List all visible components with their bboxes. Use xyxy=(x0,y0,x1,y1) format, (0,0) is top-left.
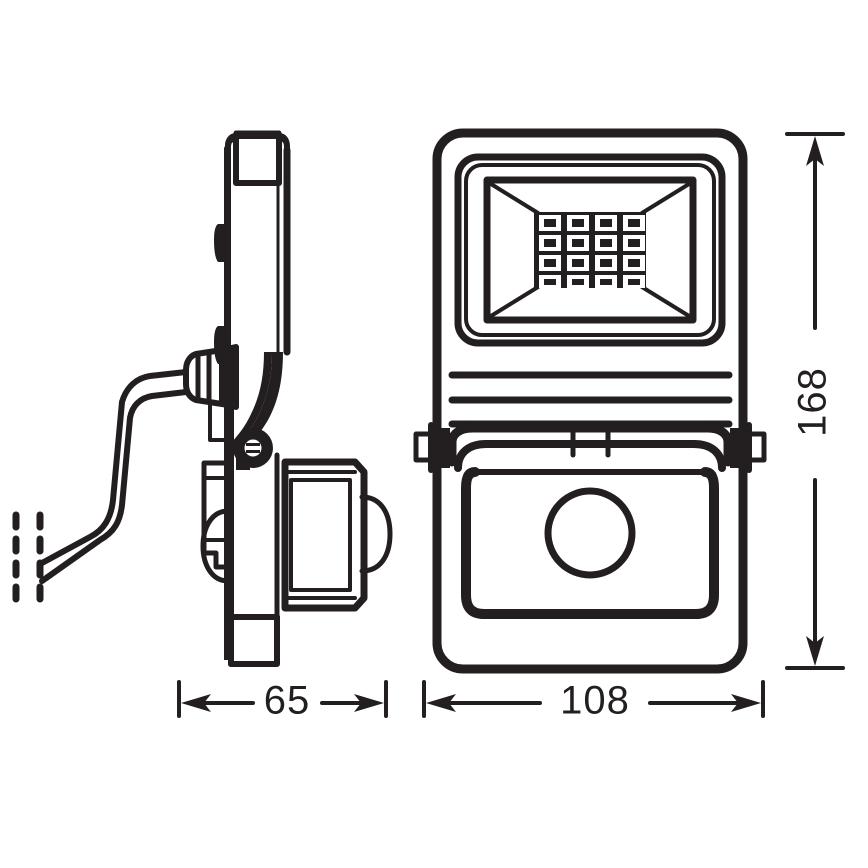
cable-gland-stem xyxy=(208,402,229,442)
depth-arrow-left xyxy=(181,694,211,712)
led-cell-core xyxy=(544,219,556,227)
led-cell-core xyxy=(600,259,612,267)
front-body-outer xyxy=(432,128,748,674)
front-mounting-yoke xyxy=(447,423,733,472)
led-cell-core xyxy=(628,259,640,267)
depth-arrow-right xyxy=(354,694,384,712)
side-view-power-cable xyxy=(12,369,189,604)
side-view-rear-dome xyxy=(200,508,231,584)
pivot-screw-slot-bottom xyxy=(246,450,260,453)
led-cell-core xyxy=(572,239,584,247)
sensor-lens-circle xyxy=(544,487,636,579)
led-cell-core xyxy=(628,239,640,247)
sensor-housing-outer xyxy=(281,458,368,612)
side-view-group xyxy=(12,130,393,667)
led-cell-core xyxy=(572,259,584,267)
led-cell-core xyxy=(628,279,640,285)
dimension-height-168: 168 xyxy=(785,132,845,670)
cable-gland-collar xyxy=(219,344,239,410)
front-right-mount-screw xyxy=(730,422,767,473)
rear-dome-arc xyxy=(200,508,231,584)
led-cell-core xyxy=(572,219,584,227)
led-cell-core xyxy=(544,259,556,267)
dimension-depth-65: 65 xyxy=(177,679,388,723)
pivot-screw-inner-ring xyxy=(241,436,265,460)
front-left-mount-screw xyxy=(413,422,450,473)
sensor-face-outline xyxy=(461,467,719,619)
led-cell-core xyxy=(628,219,640,227)
width-arrow-left xyxy=(426,694,456,712)
front-head-inner-frame xyxy=(454,153,726,347)
top-cap-outline xyxy=(233,133,282,186)
front-view-group xyxy=(413,128,767,674)
led-cell-core xyxy=(600,279,612,285)
sensor-housing-inner xyxy=(289,478,352,592)
yoke-inner xyxy=(454,440,726,472)
reflector-bevel-top-left xyxy=(489,182,540,215)
left-mount-washer xyxy=(434,428,450,468)
yoke-outer xyxy=(447,423,733,467)
front-head-inner-frame-2 xyxy=(464,163,716,337)
width-arrow-right xyxy=(731,694,761,712)
height-dimension-label: 168 xyxy=(791,367,835,437)
led-cell-core xyxy=(600,239,612,247)
height-arrow-top xyxy=(806,136,824,166)
led-cell-core xyxy=(544,279,556,285)
right-mount-washer xyxy=(730,428,746,468)
depth-dimension-label: 65 xyxy=(264,679,311,723)
led-cell-core xyxy=(544,239,556,247)
dimension-width-108: 108 xyxy=(422,679,765,723)
height-arrow-bottom xyxy=(806,636,824,666)
cable-strand-upper xyxy=(39,369,189,566)
housing-upper-nub xyxy=(214,224,226,262)
bracket-arm-upper xyxy=(236,352,283,446)
led-cell-core xyxy=(572,279,584,285)
pivot-screw-slot-top xyxy=(246,443,260,446)
led-cell-core xyxy=(600,219,612,227)
reflector-bevel-bottom-right xyxy=(640,285,691,318)
reflector-outer-rect xyxy=(483,176,697,324)
front-sensor-face xyxy=(461,467,719,619)
sensor-lens-dome xyxy=(359,494,393,574)
side-view-pivot-screw xyxy=(233,428,273,468)
side-view-sensor-housing xyxy=(281,458,393,612)
bracket-arm-inner-line xyxy=(228,352,272,446)
led-array xyxy=(539,215,645,288)
width-dimension-label: 108 xyxy=(560,679,630,723)
cable-strand-lower xyxy=(39,389,189,584)
reflector-bevel-top-right xyxy=(640,182,691,215)
reflector-bevel-bottom-left xyxy=(489,285,540,318)
